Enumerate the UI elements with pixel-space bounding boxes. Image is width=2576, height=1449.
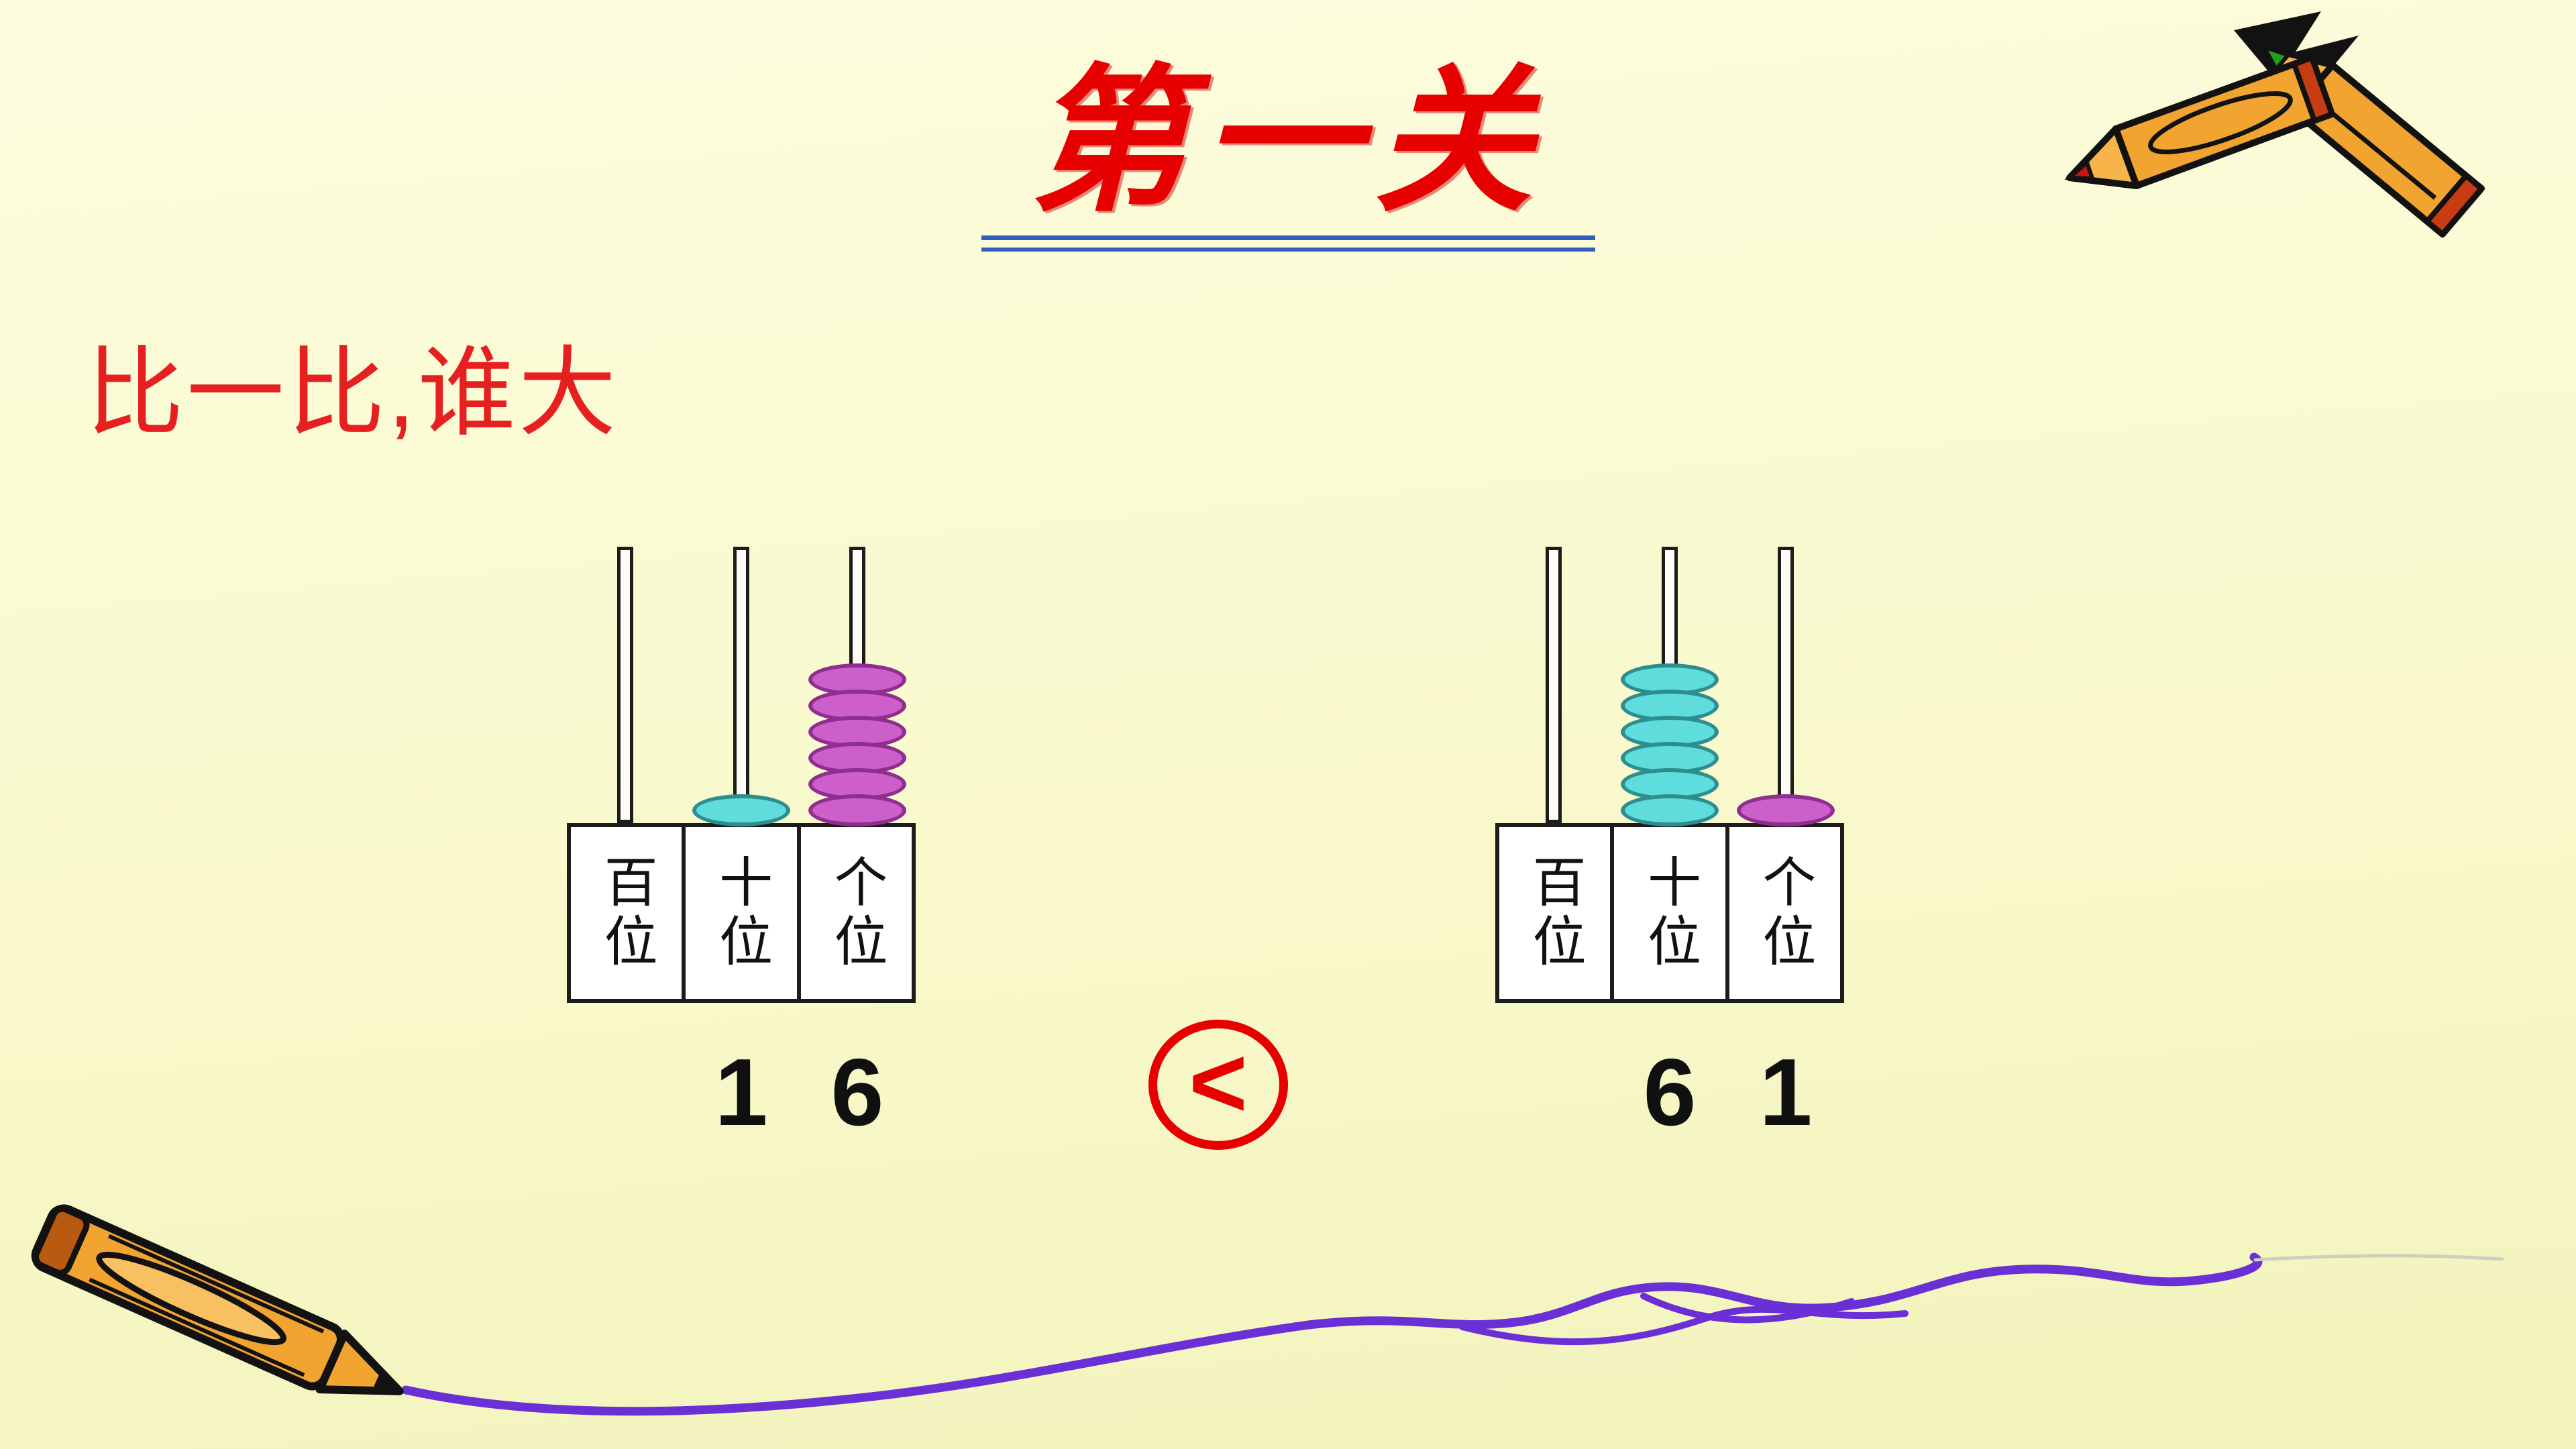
abacus-left-hundreds-column [567,547,683,823]
abacus-right-ones-column [1728,547,1844,826]
abacus-right: 百位 十位 个位 6 1 [1495,547,1844,1146]
abacus-rod [616,547,633,823]
abacus-rod [1545,547,1562,823]
bead-stack [808,663,907,826]
crossed-crayons-icon [2064,11,2485,238]
abacus-left: 百位 十位 个位 1 6 [567,547,916,1146]
place-cell-ones: 个位 [796,823,916,1003]
abacus-right-hundreds-column [1495,547,1611,823]
abacus-left-rods [567,547,916,826]
abacus-right-reading: 6 1 [1495,1038,1844,1146]
abacus-base: 百位 十位 个位 [1495,823,1844,1003]
less-than-sign: < [1189,1026,1248,1138]
ones-digit: 1 [1759,1039,1813,1146]
abacus-left-tens-column [683,547,799,826]
abacus-left-reading: 1 6 [567,1038,916,1146]
scribble-overlap-2 [1640,1293,1855,1324]
abacus-base: 百位 十位 个位 [567,823,916,1003]
prompt-text: 比一比,谁大 [86,338,619,447]
place-cell-hundreds: 百位 [567,823,686,1003]
abacus-bead [808,794,907,826]
abacus-bead [1737,794,1835,826]
place-label-hundreds: 百位 [1525,854,1585,972]
drawing-crayon [31,1204,404,1395]
underline-bottom [981,247,1595,252]
bead-stack [1737,794,1835,826]
place-label-hundreds: 百位 [596,854,657,972]
place-cell-ones: 个位 [1725,823,1844,1003]
place-label-ones: 个位 [826,854,887,972]
title-underline [981,235,1595,252]
page-title: 第一关 [1029,56,1547,230]
underline-top [981,235,1595,240]
abacus-left-ones-column [800,547,916,826]
bead-stack [1620,663,1719,826]
tens-digit: 1 [714,1039,768,1146]
ones-digit: 6 [830,1039,884,1146]
place-cell-hundreds: 百位 [1495,823,1615,1003]
place-label-ones: 个位 [1755,854,1815,972]
crayon-red-tip [2064,54,2336,189]
place-label-tens: 十位 [1640,854,1700,972]
title-block: 第一关 [0,60,2576,252]
place-cell-tens: 十位 [682,823,801,1003]
abacus-bead [1620,794,1719,826]
abacus-right-rods [1495,547,1844,826]
abacus-bead [692,794,790,826]
scribble-faint-tail [2253,1254,2504,1262]
crayon-scribble-icon [31,1204,2504,1416]
abacus-bead [1620,768,1719,800]
abacus-rod [733,547,749,823]
place-label-tens: 十位 [711,854,771,972]
scribble-line [401,1252,2263,1416]
bead-stack [692,794,790,826]
place-cell-tens: 十位 [1610,823,1729,1003]
abacus-right-tens-column [1611,547,1727,826]
tens-digit: 6 [1643,1039,1697,1146]
abacus-rod [1778,547,1794,823]
